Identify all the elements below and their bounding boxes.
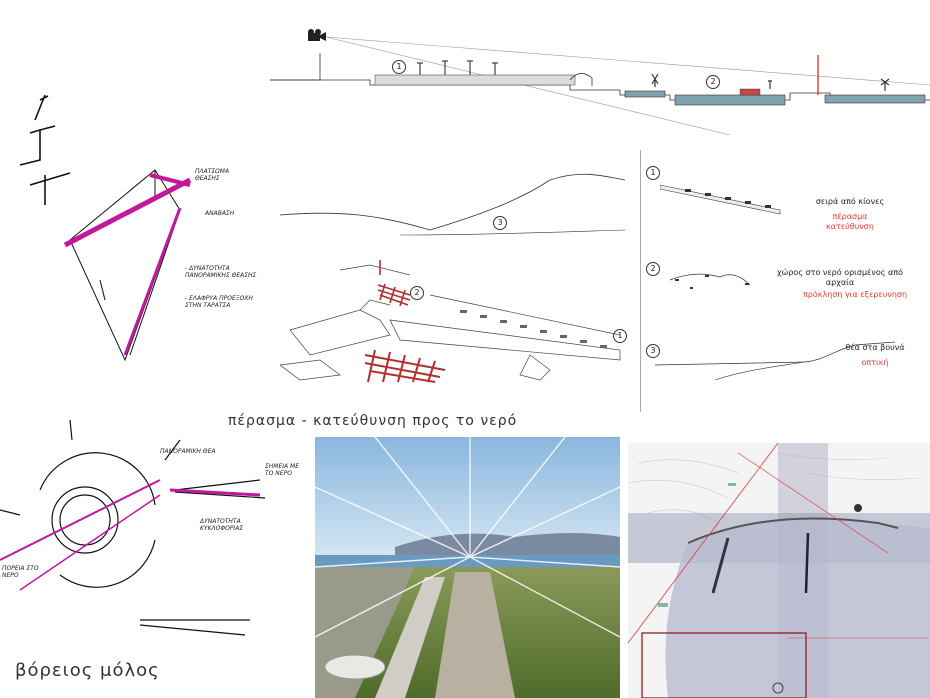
columns-diagram: [660, 184, 781, 215]
bottom-left-sketch: [0, 420, 266, 636]
panel-divider: [640, 150, 641, 412]
note-path-water: ΠΟΡΕΙΑ ΣΤΟ ΝΕΡΟ: [2, 565, 39, 579]
note-protrusion: - ΕΛΑΦΡΥΑ ΠΡΟΕΞΟΧΗ ΣΤΗΝ ΤΑΡΑΤΣΑ: [185, 295, 253, 309]
mountain-diagram: [655, 341, 896, 381]
site-map: [628, 443, 930, 698]
note-circulation: ΔΥΝΑΤΟΤΗΤΑ ΚΥΚΛΟΦΟΡΙΑΣ: [200, 518, 244, 532]
space-diagram: [669, 273, 751, 289]
marker-three-diagram: 3: [646, 344, 660, 358]
marker-one: 1: [392, 60, 406, 74]
label-columns-sub: πέρασμα κατεύθυνση: [826, 212, 874, 231]
marker-one-diagram: 1: [646, 166, 660, 180]
marker-two-diagram: 2: [646, 262, 660, 276]
bottom-left-caption: βόρειος μόλος: [15, 660, 160, 681]
center-caption: πέρασμα - κατεύθυνση προς το νερό: [228, 413, 518, 429]
marker-one-perspective: 1: [613, 329, 627, 343]
label-space: χώρος στο νερό ορισμένος από αρχαία: [777, 268, 903, 287]
site-photo: [315, 437, 620, 698]
marker-three-perspective: 3: [493, 216, 507, 230]
label-mountain: θέα στα βουνά: [845, 343, 905, 352]
camera-icon: [308, 29, 326, 41]
note-panoramic: - ΔΥΝΑΤΟΤΗΤΑ ΠΑΝΟΡΑΜΙΚΗΣ ΘΕΑΣΗΣ: [185, 265, 257, 279]
perspective-sketch: [280, 173, 626, 383]
label-mountain-sub: οπτική: [861, 358, 889, 367]
note-water-points: ΣΗΜΕΙΑ ΜΕ ΤΟ ΝΕΡΟ: [265, 463, 300, 477]
note-ascent: ΑΝΑΒΑΣΗ: [205, 210, 235, 217]
label-columns: σειρά από κίονες: [815, 197, 885, 206]
note-panoramic-view: ΠΑΝΟΡΑΜΙΚΗ ΘΕΑ: [160, 448, 216, 455]
label-space-sub: πρόκληση για εξερευνηση: [802, 290, 908, 299]
top-left-sketch: [19, 94, 192, 362]
note-viewing-platform: ΠΛΑΤΣΩΜΑ ΘΕΑΣΗΣ: [195, 168, 230, 182]
section-elevation: [270, 29, 930, 135]
marker-two-perspective: 2: [410, 286, 424, 300]
marker-two: 2: [706, 75, 720, 89]
